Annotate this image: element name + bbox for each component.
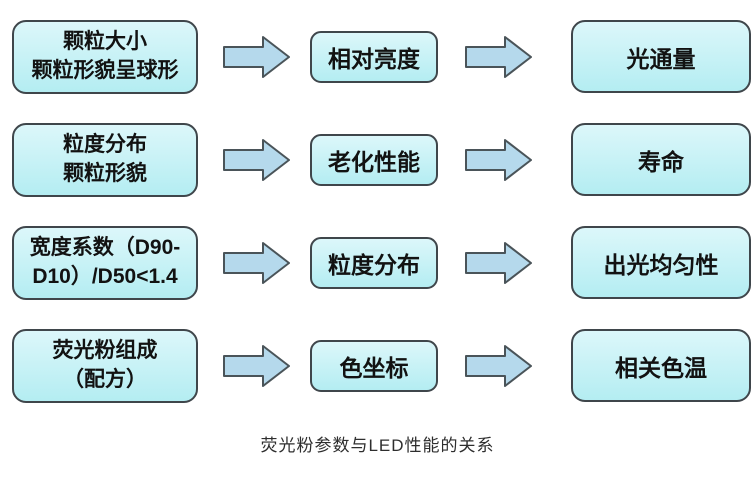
arrow-right-icon [223,138,290,181]
phosphor-parameter-box: 颗粒大小 颗粒形貌呈球形 [12,19,198,94]
arrow-right-icon [465,138,532,181]
arrow-right-icon [223,35,290,78]
box-text-line: 颗粒形貌呈球形 [31,58,179,82]
arrow-right-icon [465,241,532,284]
box-text-line: 颗粒形貌 [63,161,147,185]
phosphor-parameter-box: 宽度系数（D90- D10）/D50<1.4 [12,225,198,300]
arrow-right-icon [223,241,290,284]
led-performance-box: 相关色温 [571,329,751,402]
box-text-line: 相关色温 [615,354,707,381]
box-text-line: 颗粒大小 [63,29,147,53]
box-text-line: 色坐标 [339,354,409,381]
box-text-line: 出光均匀性 [603,251,719,278]
led-performance-box: 寿命 [571,123,751,196]
phosphor-parameter-box: 粒度分布 颗粒形貌 [12,122,198,197]
box-text-line: 荧光粉组成 [52,338,158,362]
led-performance-box: 出光均匀性 [571,226,751,299]
flow-row-2: 粒度分布 颗粒形貌 老化性能 寿命 [0,108,755,211]
box-text-line: D10）/D50<1.4 [32,264,178,288]
box-text-line: 光通量 [626,45,696,72]
intermediate-property-box: 相对亮度 [310,30,438,83]
intermediate-property-box: 色坐标 [310,339,438,392]
box-text-line: 粒度分布 [328,251,420,278]
box-text-line: 寿命 [638,148,684,175]
led-performance-box: 光通量 [571,20,751,93]
box-text-line: 粒度分布 [63,132,147,156]
arrow-right-icon [465,35,532,78]
box-text-line: 相对亮度 [328,45,420,72]
arrow-right-icon [223,344,290,387]
box-text-line: 宽度系数（D90- [29,235,181,259]
phosphor-parameter-box: 荧光粉组成 （配方） [12,328,198,403]
flow-row-1: 颗粒大小 颗粒形貌呈球形 相对亮度 光通量 [0,5,755,108]
intermediate-property-box: 老化性能 [310,133,438,186]
box-text-line: （配方） [63,367,147,391]
arrow-right-icon [465,344,532,387]
flow-row-3: 宽度系数（D90- D10）/D50<1.4 粒度分布 出光均匀性 [0,211,755,314]
flow-row-4: 荧光粉组成 （配方） 色坐标 相关色温 [0,314,755,417]
intermediate-property-box: 粒度分布 [310,236,438,289]
box-text-line: 老化性能 [328,148,420,175]
diagram-caption: 荧光粉参数与LED性能的关系 [260,436,495,455]
